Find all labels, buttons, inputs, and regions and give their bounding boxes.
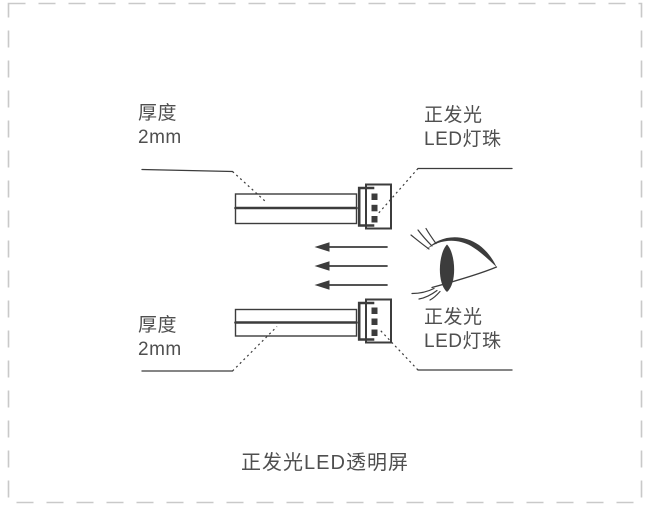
led-chip-icon xyxy=(371,216,378,223)
top-led-label-line1: 正发光 xyxy=(424,105,483,126)
top-thickness-leader-line xyxy=(141,168,267,203)
top-thickness-label-line2: 2mm xyxy=(138,127,182,148)
bottom-led-label-line1: 正发光 xyxy=(424,307,483,328)
top-thickness-label: 厚度 2mm xyxy=(138,102,182,150)
top-led-leader-line xyxy=(376,167,513,216)
led-chip-icon xyxy=(371,329,378,336)
bottom-led-label-line2: LED灯珠 xyxy=(424,331,502,352)
top-led-label-line2: LED灯珠 xyxy=(424,129,502,150)
viewer-eye-icon xyxy=(410,227,498,301)
bottom-led-label: 正发光 LED灯珠 xyxy=(424,306,501,354)
led-chip-icon xyxy=(371,193,378,200)
diagram-caption: 正发光LED透明屏 xyxy=(241,452,409,474)
bottom-led-leader-line xyxy=(379,329,513,371)
dashed-border-frame xyxy=(7,2,643,504)
light-direction-arrows xyxy=(314,242,388,290)
led-chip-icon xyxy=(371,318,378,325)
top-led-label: 正发光 LED灯珠 xyxy=(424,104,501,152)
bottom-thickness-label-line2: 2mm xyxy=(138,339,182,360)
led-chip-icon xyxy=(371,204,378,212)
bottom-thickness-label: 厚度 2mm xyxy=(138,314,182,362)
bottom-led-module xyxy=(357,298,392,344)
left-arrow-icon xyxy=(314,242,388,252)
top-thickness-label-line1: 厚度 xyxy=(138,103,178,124)
bottom-led-strip xyxy=(234,308,358,337)
left-arrow-icon xyxy=(314,261,388,271)
led-chip-icon xyxy=(371,307,378,314)
bottom-thickness-label-line1: 厚度 xyxy=(138,315,178,336)
left-arrow-icon xyxy=(314,280,388,290)
top-led-module xyxy=(357,183,392,230)
top-led-strip xyxy=(234,193,358,225)
bottom-thickness-leader-line xyxy=(141,326,278,372)
